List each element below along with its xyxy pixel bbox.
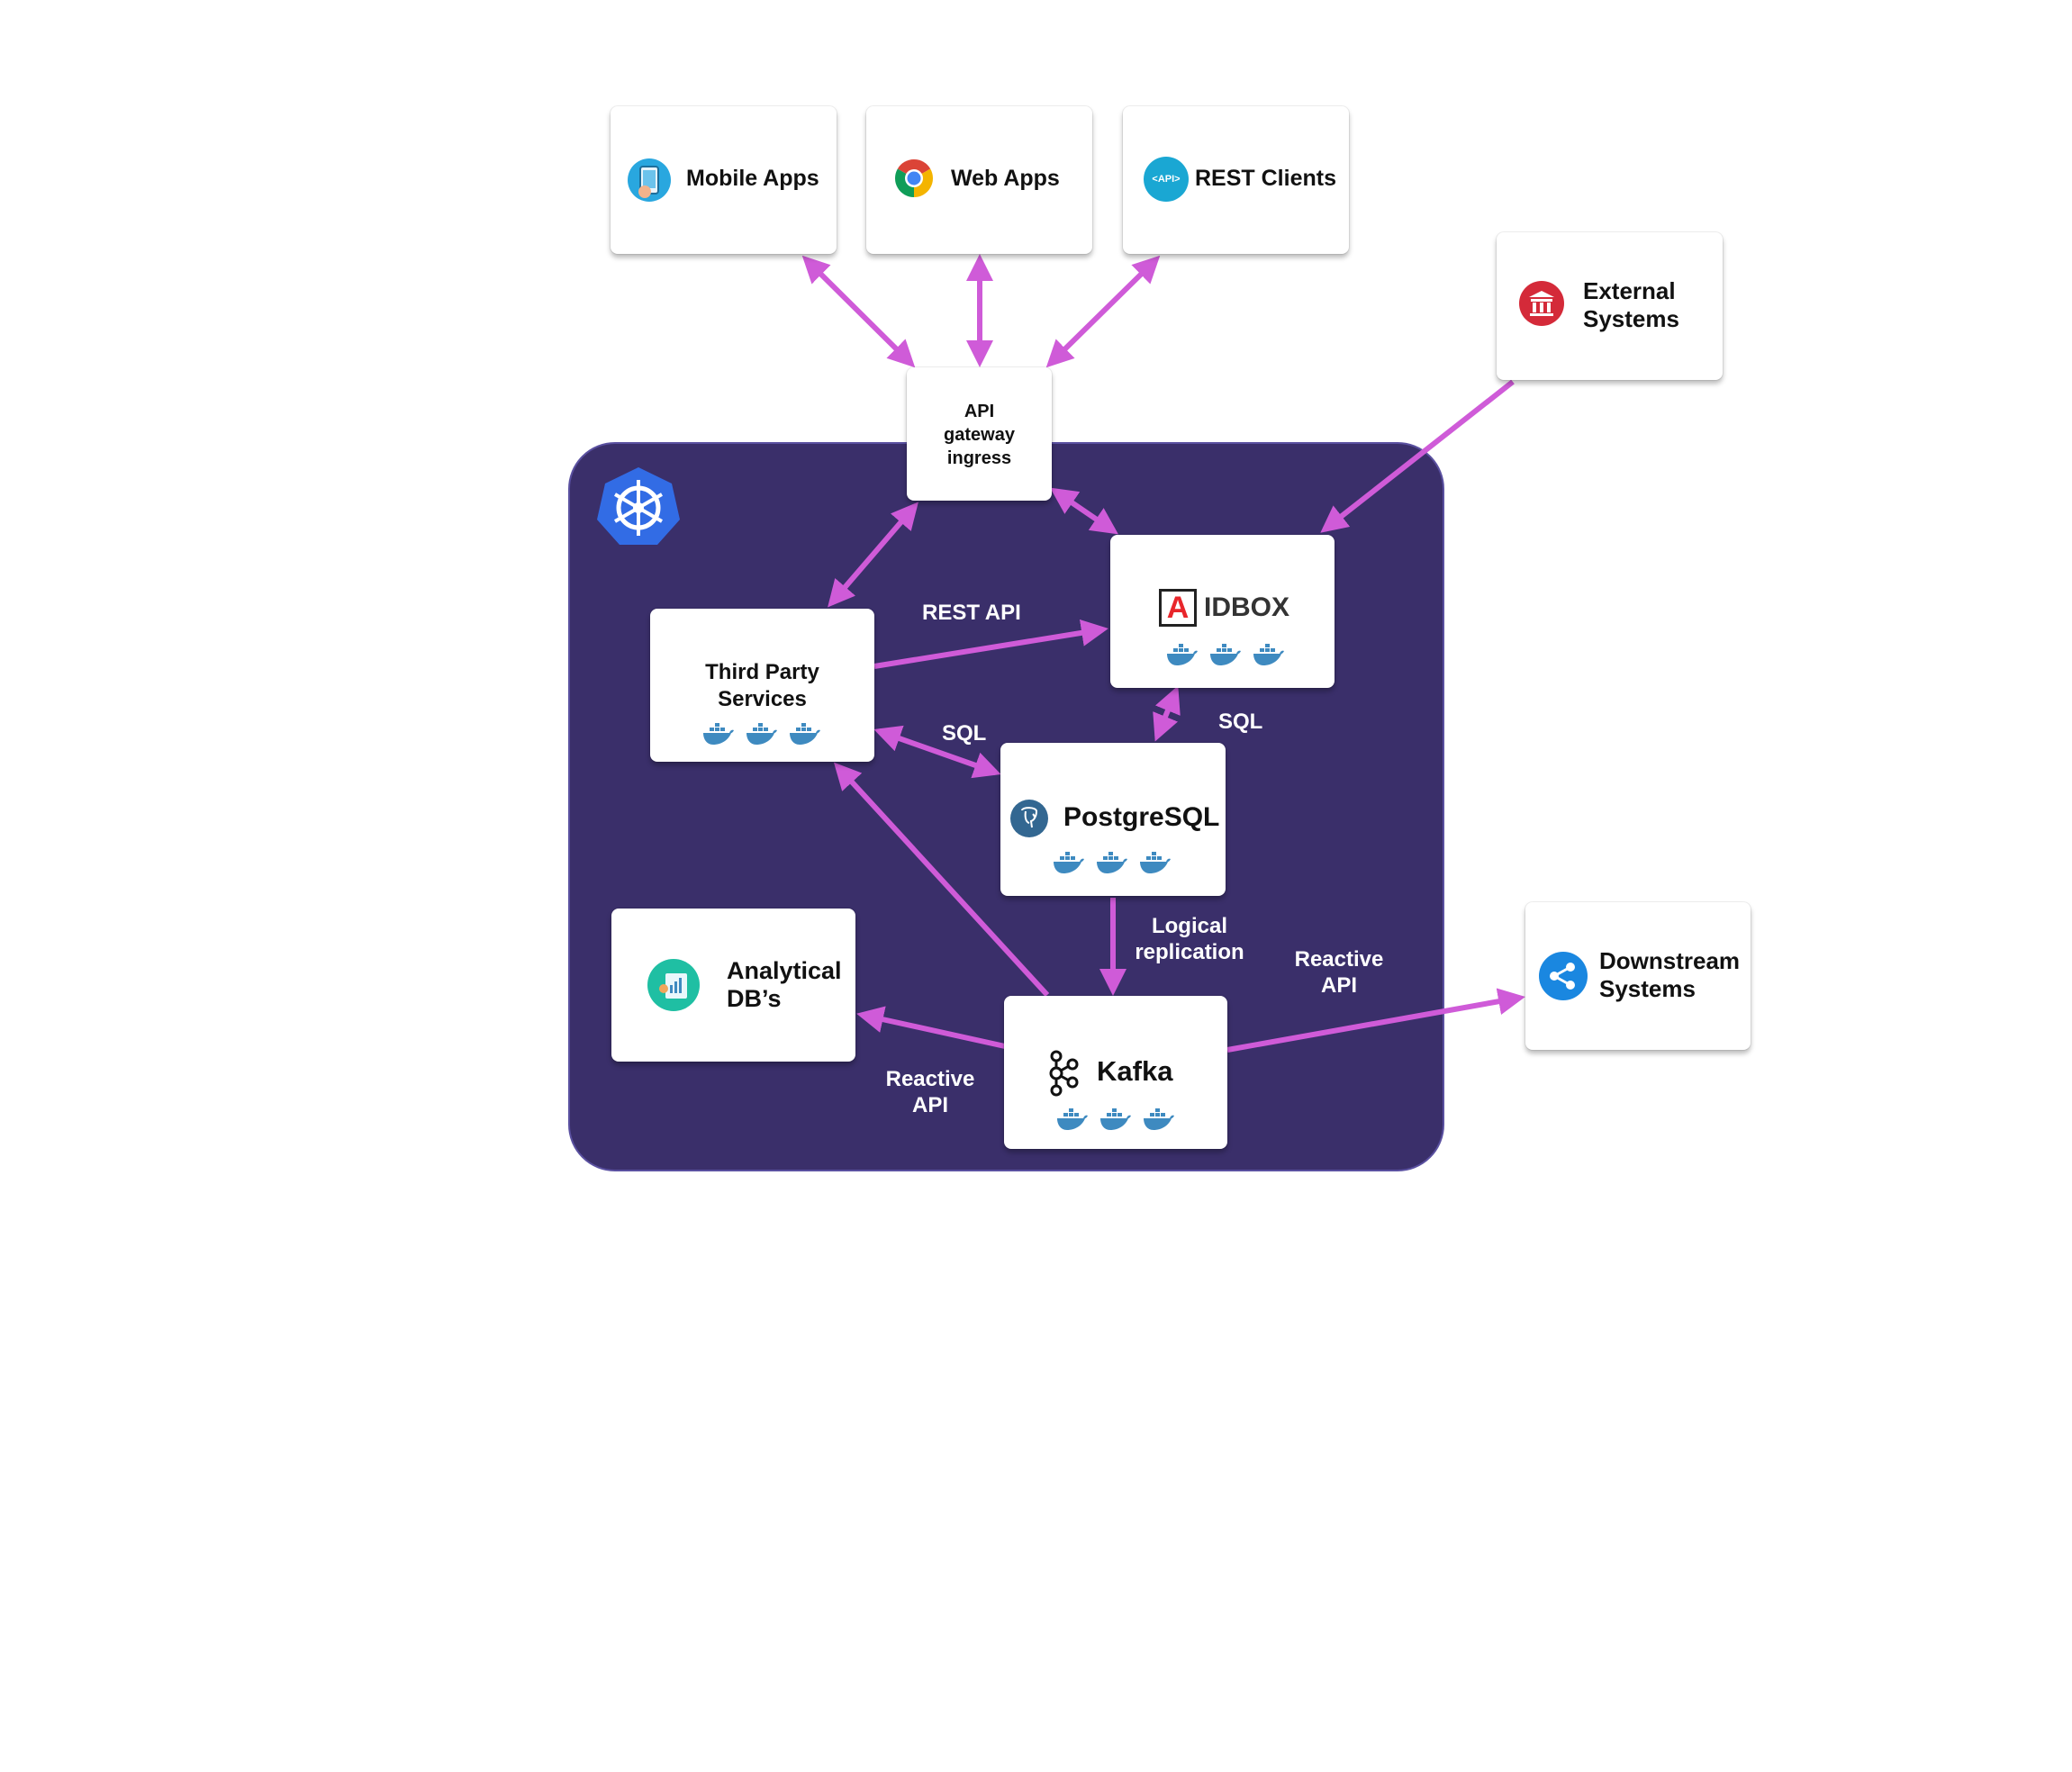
edge-label-rest-api: REST API <box>922 601 1021 625</box>
mobile-app-icon <box>628 158 671 202</box>
docker-whale-icon <box>1253 643 1285 666</box>
docker-whale-icon <box>702 722 735 746</box>
docker-replicas <box>1166 643 1285 666</box>
docker-replicas <box>702 722 821 746</box>
api-gateway-label: API gateway ingress <box>944 402 1015 468</box>
bank-icon <box>1519 281 1564 326</box>
arrow-rest-gateway <box>1045 255 1161 368</box>
arrow-gateway-thirdparty <box>828 502 918 608</box>
mobile-apps-label: Mobile Apps <box>686 166 819 191</box>
edge-label-logical-replication: Logical replication <box>1135 914 1244 964</box>
third-party-services-node[interactable]: Third Party Services <box>650 609 874 762</box>
edge-label-reactive-api-analytical: Reactive API <box>885 1067 975 1117</box>
arrow-thirdparty-postgres <box>873 725 1001 779</box>
docker-whale-icon <box>1143 1108 1175 1131</box>
external-systems-label: External Systems <box>1583 277 1679 333</box>
docker-whale-icon <box>1139 851 1172 874</box>
web-apps-node[interactable]: Web Apps <box>866 106 1092 254</box>
arrow-thirdparty-aidbox <box>873 619 1108 669</box>
share-icon <box>1539 952 1588 1000</box>
docker-whale-icon <box>1166 643 1199 666</box>
downstream-label: Downstream Systems <box>1599 947 1741 1003</box>
arrow-external-aidbox <box>1320 379 1515 533</box>
arrow-aidbox-postgres <box>1153 685 1181 742</box>
aidbox-logo-letter: A <box>1162 592 1194 624</box>
api-gateway-node[interactable]: API gateway ingress <box>907 367 1052 501</box>
web-apps-label: Web Apps <box>951 166 1060 191</box>
aidbox-label: IDBOX <box>1204 592 1290 622</box>
arrow-gateway-aidbox <box>1050 487 1118 535</box>
postgresql-node[interactable]: PostgreSQL <box>1000 743 1226 896</box>
rest-clients-label: REST Clients <box>1195 166 1336 191</box>
arrow-mobile-gateway <box>801 255 916 368</box>
aidbox-logo: A <box>1159 589 1197 627</box>
docker-whale-icon <box>1053 851 1085 874</box>
docker-replicas <box>1056 1108 1175 1131</box>
postgresql-label: PostgreSQL <box>1063 802 1220 832</box>
edge-label-sql-thirdparty: SQL <box>942 721 987 746</box>
arrow-kafka-downstream <box>1226 988 1525 1053</box>
mobile-apps-node[interactable]: Mobile Apps <box>611 106 837 254</box>
external-systems-node[interactable]: External Systems <box>1497 232 1723 380</box>
docker-whale-icon <box>789 722 821 746</box>
analytical-dbs-node[interactable]: Analytical DB’s <box>611 909 855 1062</box>
edge-label-sql-aidbox: SQL <box>1218 710 1263 734</box>
kafka-label: Kafka <box>1097 1055 1173 1087</box>
aidbox-node[interactable]: A IDBOX <box>1110 535 1335 688</box>
postgresql-icon <box>1010 800 1048 837</box>
docker-whale-icon <box>1056 1108 1089 1131</box>
kafka-node[interactable]: Kafka <box>1004 996 1227 1149</box>
arrow-kafka-thirdparty <box>833 762 1050 998</box>
docker-whale-icon <box>1099 1108 1132 1131</box>
api-icon: <API> <box>1144 157 1189 202</box>
chrome-icon <box>894 159 934 197</box>
api-icon-text: <API> <box>1152 174 1181 185</box>
docker-replicas <box>1053 851 1172 874</box>
kafka-icon <box>1049 1050 1079 1097</box>
docker-whale-icon <box>1096 851 1128 874</box>
docker-whale-icon <box>1209 643 1242 666</box>
downstream-systems-node[interactable]: Downstream Systems <box>1525 902 1751 1050</box>
kubernetes-icon <box>597 467 680 545</box>
third-party-label: Third Party Services <box>705 660 819 711</box>
edge-label-reactive-api-downstream: Reactive API <box>1294 947 1384 998</box>
docker-whale-icon <box>746 722 778 746</box>
arrow-kafka-analytical <box>856 1006 1006 1049</box>
rest-clients-node[interactable]: <API> REST Clients <box>1123 106 1349 254</box>
analytical-label: Analytical DB’s <box>727 957 842 1013</box>
analytics-icon <box>647 959 700 1011</box>
